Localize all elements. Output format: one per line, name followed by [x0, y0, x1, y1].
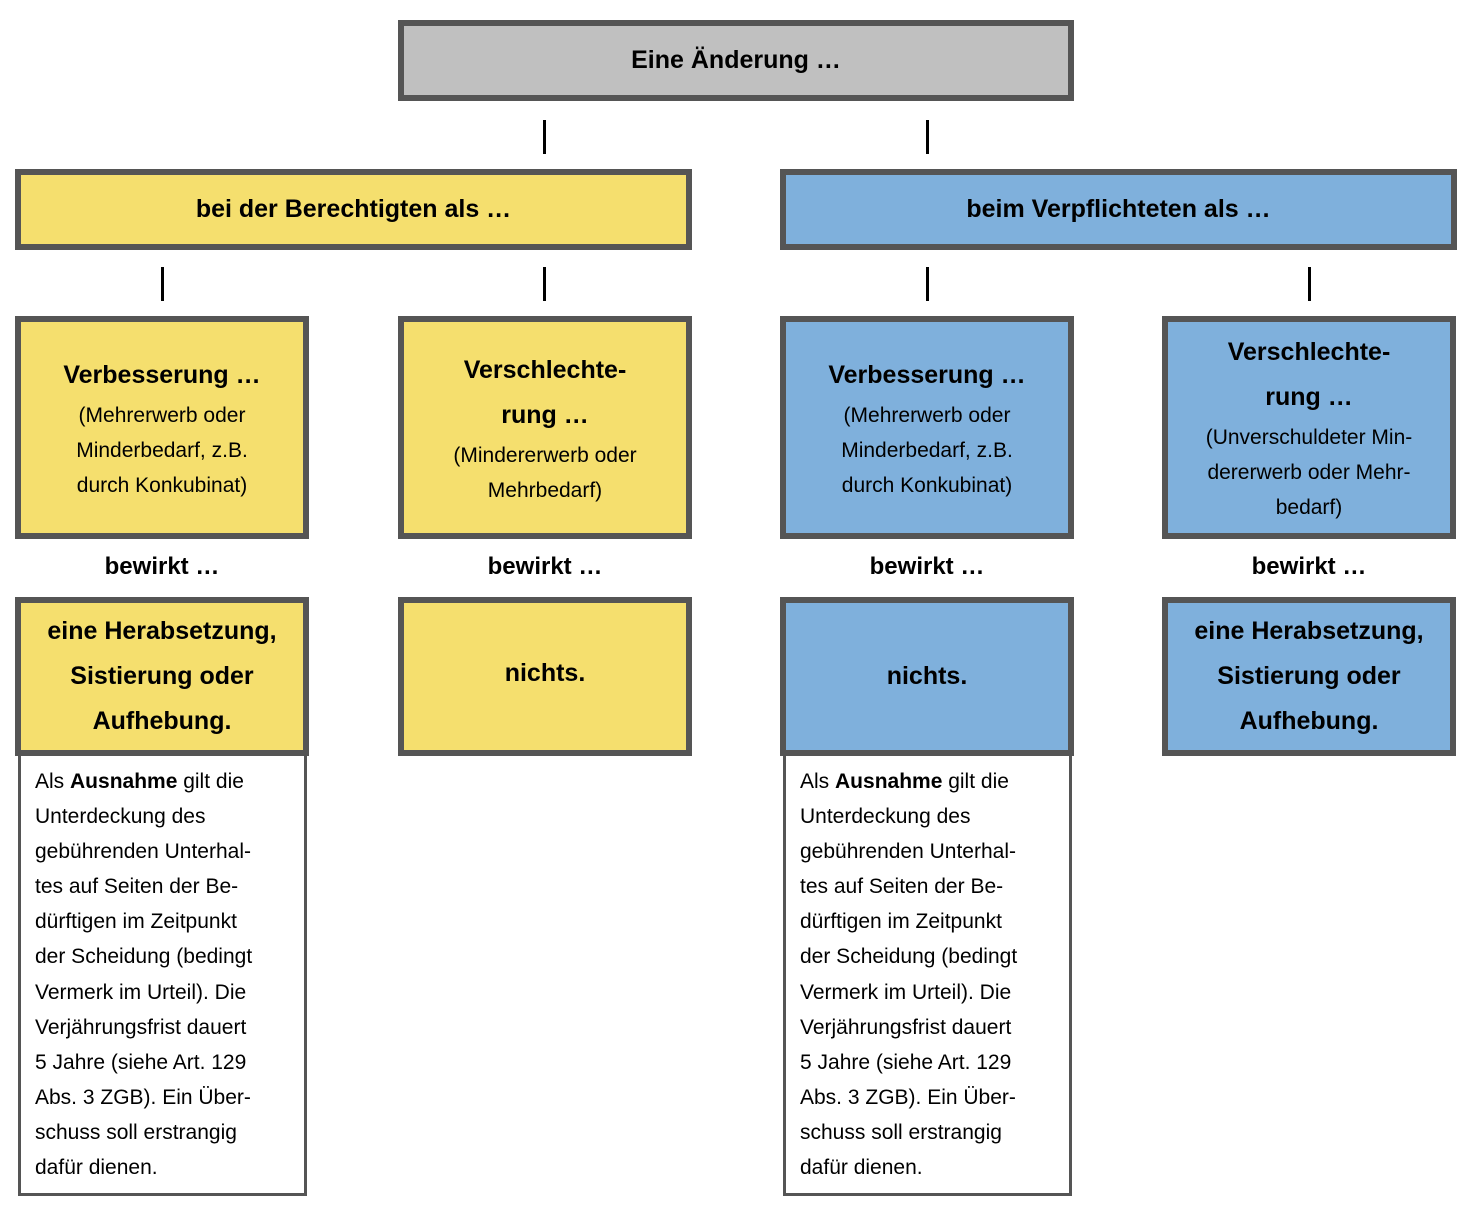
effect-label-4: bewirkt … [1251, 553, 1367, 580]
result-text: eine Herabsetzung, Sistierung oder Aufhe… [1194, 617, 1424, 735]
case-title: Verschlechte- rung … [463, 355, 627, 429]
connector-top-right [926, 120, 929, 154]
group-berechtigte-label: bei der Berechtigten als … [195, 195, 512, 223]
result-box-4: eine Herabsetzung, Sistierung oder Aufhe… [1162, 597, 1456, 756]
exception-note-text: Als Ausnahme gilt die Unterdeckung des g… [35, 770, 253, 1180]
result-text: nichts. [504, 659, 586, 687]
group-verpflichtete-label: beim Verpflichteten als … [966, 195, 1271, 223]
top-box-label: Eine Änderung … [631, 46, 841, 74]
result-box-1: eine Herabsetzung, Sistierung oder Aufhe… [15, 597, 309, 756]
result-box-2: nichts. [398, 597, 692, 756]
case-detail: (Unverschuldeter Min- dererwerb oder Meh… [1205, 426, 1413, 519]
exception-note-1: Als Ausnahme gilt die Unterdeckung des g… [18, 753, 307, 1196]
effect-label-2: bewirkt … [487, 553, 603, 580]
case-box-1: Verbesserung … (Mehrerwerb oder Minderbe… [15, 316, 309, 539]
connector-group-case-4 [1308, 267, 1311, 301]
case-detail: (Mindererwerb oder Mehrbedarf) [453, 443, 637, 502]
case-detail: (Mehrerwerb oder Minderbedarf, z.B. durc… [76, 403, 248, 497]
case-title: Verbesserung … [63, 360, 261, 389]
result-text: eine Herabsetzung, Sistierung oder Aufhe… [47, 617, 277, 735]
result-box-3: nichts. [780, 597, 1074, 756]
connector-group-case-3 [926, 267, 929, 301]
result-text: nichts. [886, 662, 968, 690]
case-title: Verbesserung … [828, 360, 1026, 389]
case-detail: (Mehrerwerb oder Minderbedarf, z.B. durc… [841, 403, 1013, 497]
group-berechtigte: bei der Berechtigten als … [15, 169, 692, 250]
case-box-3: Verbesserung … (Mehrerwerb oder Minderbe… [780, 316, 1074, 539]
exception-note-text: Als Ausnahme gilt die Unterdeckung des g… [800, 770, 1018, 1180]
effect-label-1: bewirkt … [104, 553, 220, 580]
connector-top-left [543, 120, 546, 154]
group-verpflichtete: beim Verpflichteten als … [780, 169, 1457, 250]
connector-group-case-1 [161, 267, 164, 301]
connector-group-case-2 [543, 267, 546, 301]
case-box-4: Verschlechte- rung … (Unverschuldeter Mi… [1162, 316, 1456, 539]
case-box-2: Verschlechte- rung … (Mindererwerb oder … [398, 316, 692, 539]
effect-label-3: bewirkt … [869, 553, 985, 580]
exception-note-2: Als Ausnahme gilt die Unterdeckung des g… [783, 753, 1072, 1196]
case-title: Verschlechte- rung … [1227, 338, 1391, 411]
top-box: Eine Änderung … [398, 20, 1074, 101]
